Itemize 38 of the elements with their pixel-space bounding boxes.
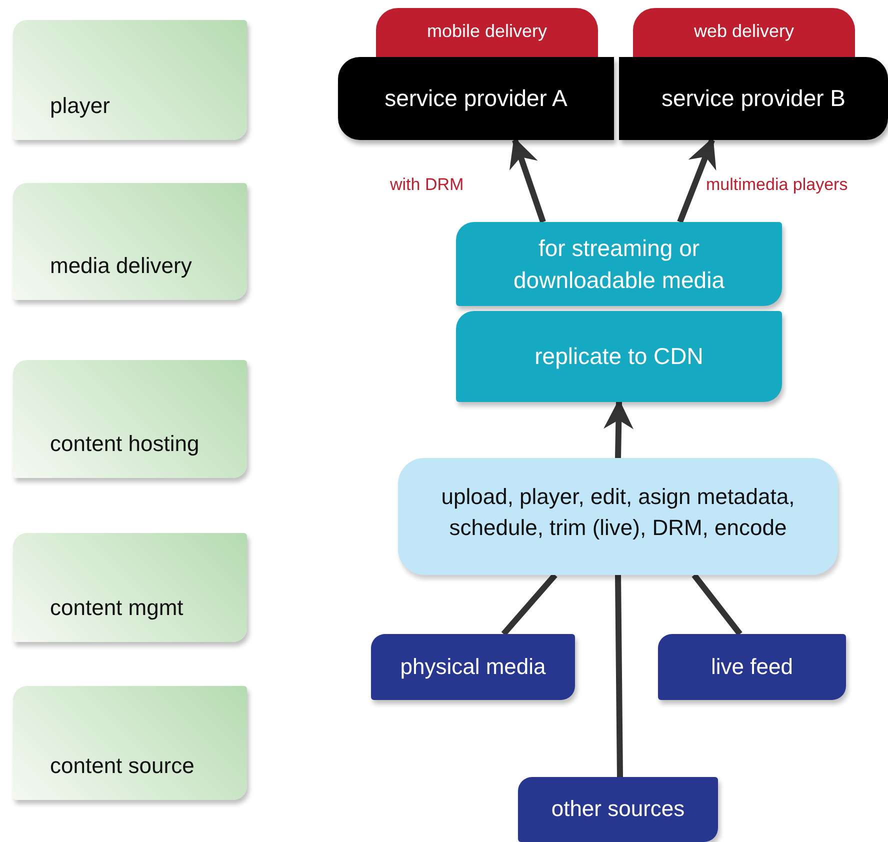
connector-line [501, 573, 558, 636]
arrow [677, 137, 716, 224]
source-box [371, 634, 575, 700]
layer-box [13, 183, 247, 300]
node-text: content source [50, 752, 194, 780]
connector-line [615, 574, 623, 778]
layer-box [13, 686, 247, 800]
provider-box [619, 57, 888, 140]
arrow [604, 399, 634, 458]
layer-box [13, 533, 247, 642]
process-box [398, 458, 838, 575]
node-text: content mgmt [50, 594, 184, 622]
delivery-tab [633, 8, 855, 57]
source-box [518, 777, 718, 842]
annotation-text: with DRM [390, 175, 464, 195]
arrow [509, 137, 546, 223]
node-text: other sources [551, 795, 685, 824]
node-text: for streaming or downloadable media [512, 234, 726, 295]
layer-box [13, 360, 247, 478]
process-box [456, 222, 782, 306]
node-text: web delivery [694, 20, 794, 43]
node-text: media delivery [50, 252, 192, 280]
node-text: upload, player, edit, asign metadata, schedule, trim (live), DRM, encode [440, 482, 796, 542]
delivery-tab [376, 8, 598, 57]
node-text: mobile delivery [426, 20, 548, 43]
annotation-text: multimedia players [706, 175, 848, 195]
node-text: service provider B [661, 84, 846, 114]
node-text: content hosting [50, 430, 200, 458]
layer-box [13, 20, 247, 140]
node-text: service provider A [384, 84, 568, 114]
provider-box [338, 57, 614, 140]
node-text: replicate to CDN [534, 342, 704, 372]
node-text: physical media [400, 652, 546, 681]
source-box [658, 634, 846, 700]
node-text: live feed [711, 652, 793, 681]
process-box [456, 311, 782, 402]
connector-line [692, 573, 742, 636]
node-text: player [50, 92, 110, 120]
